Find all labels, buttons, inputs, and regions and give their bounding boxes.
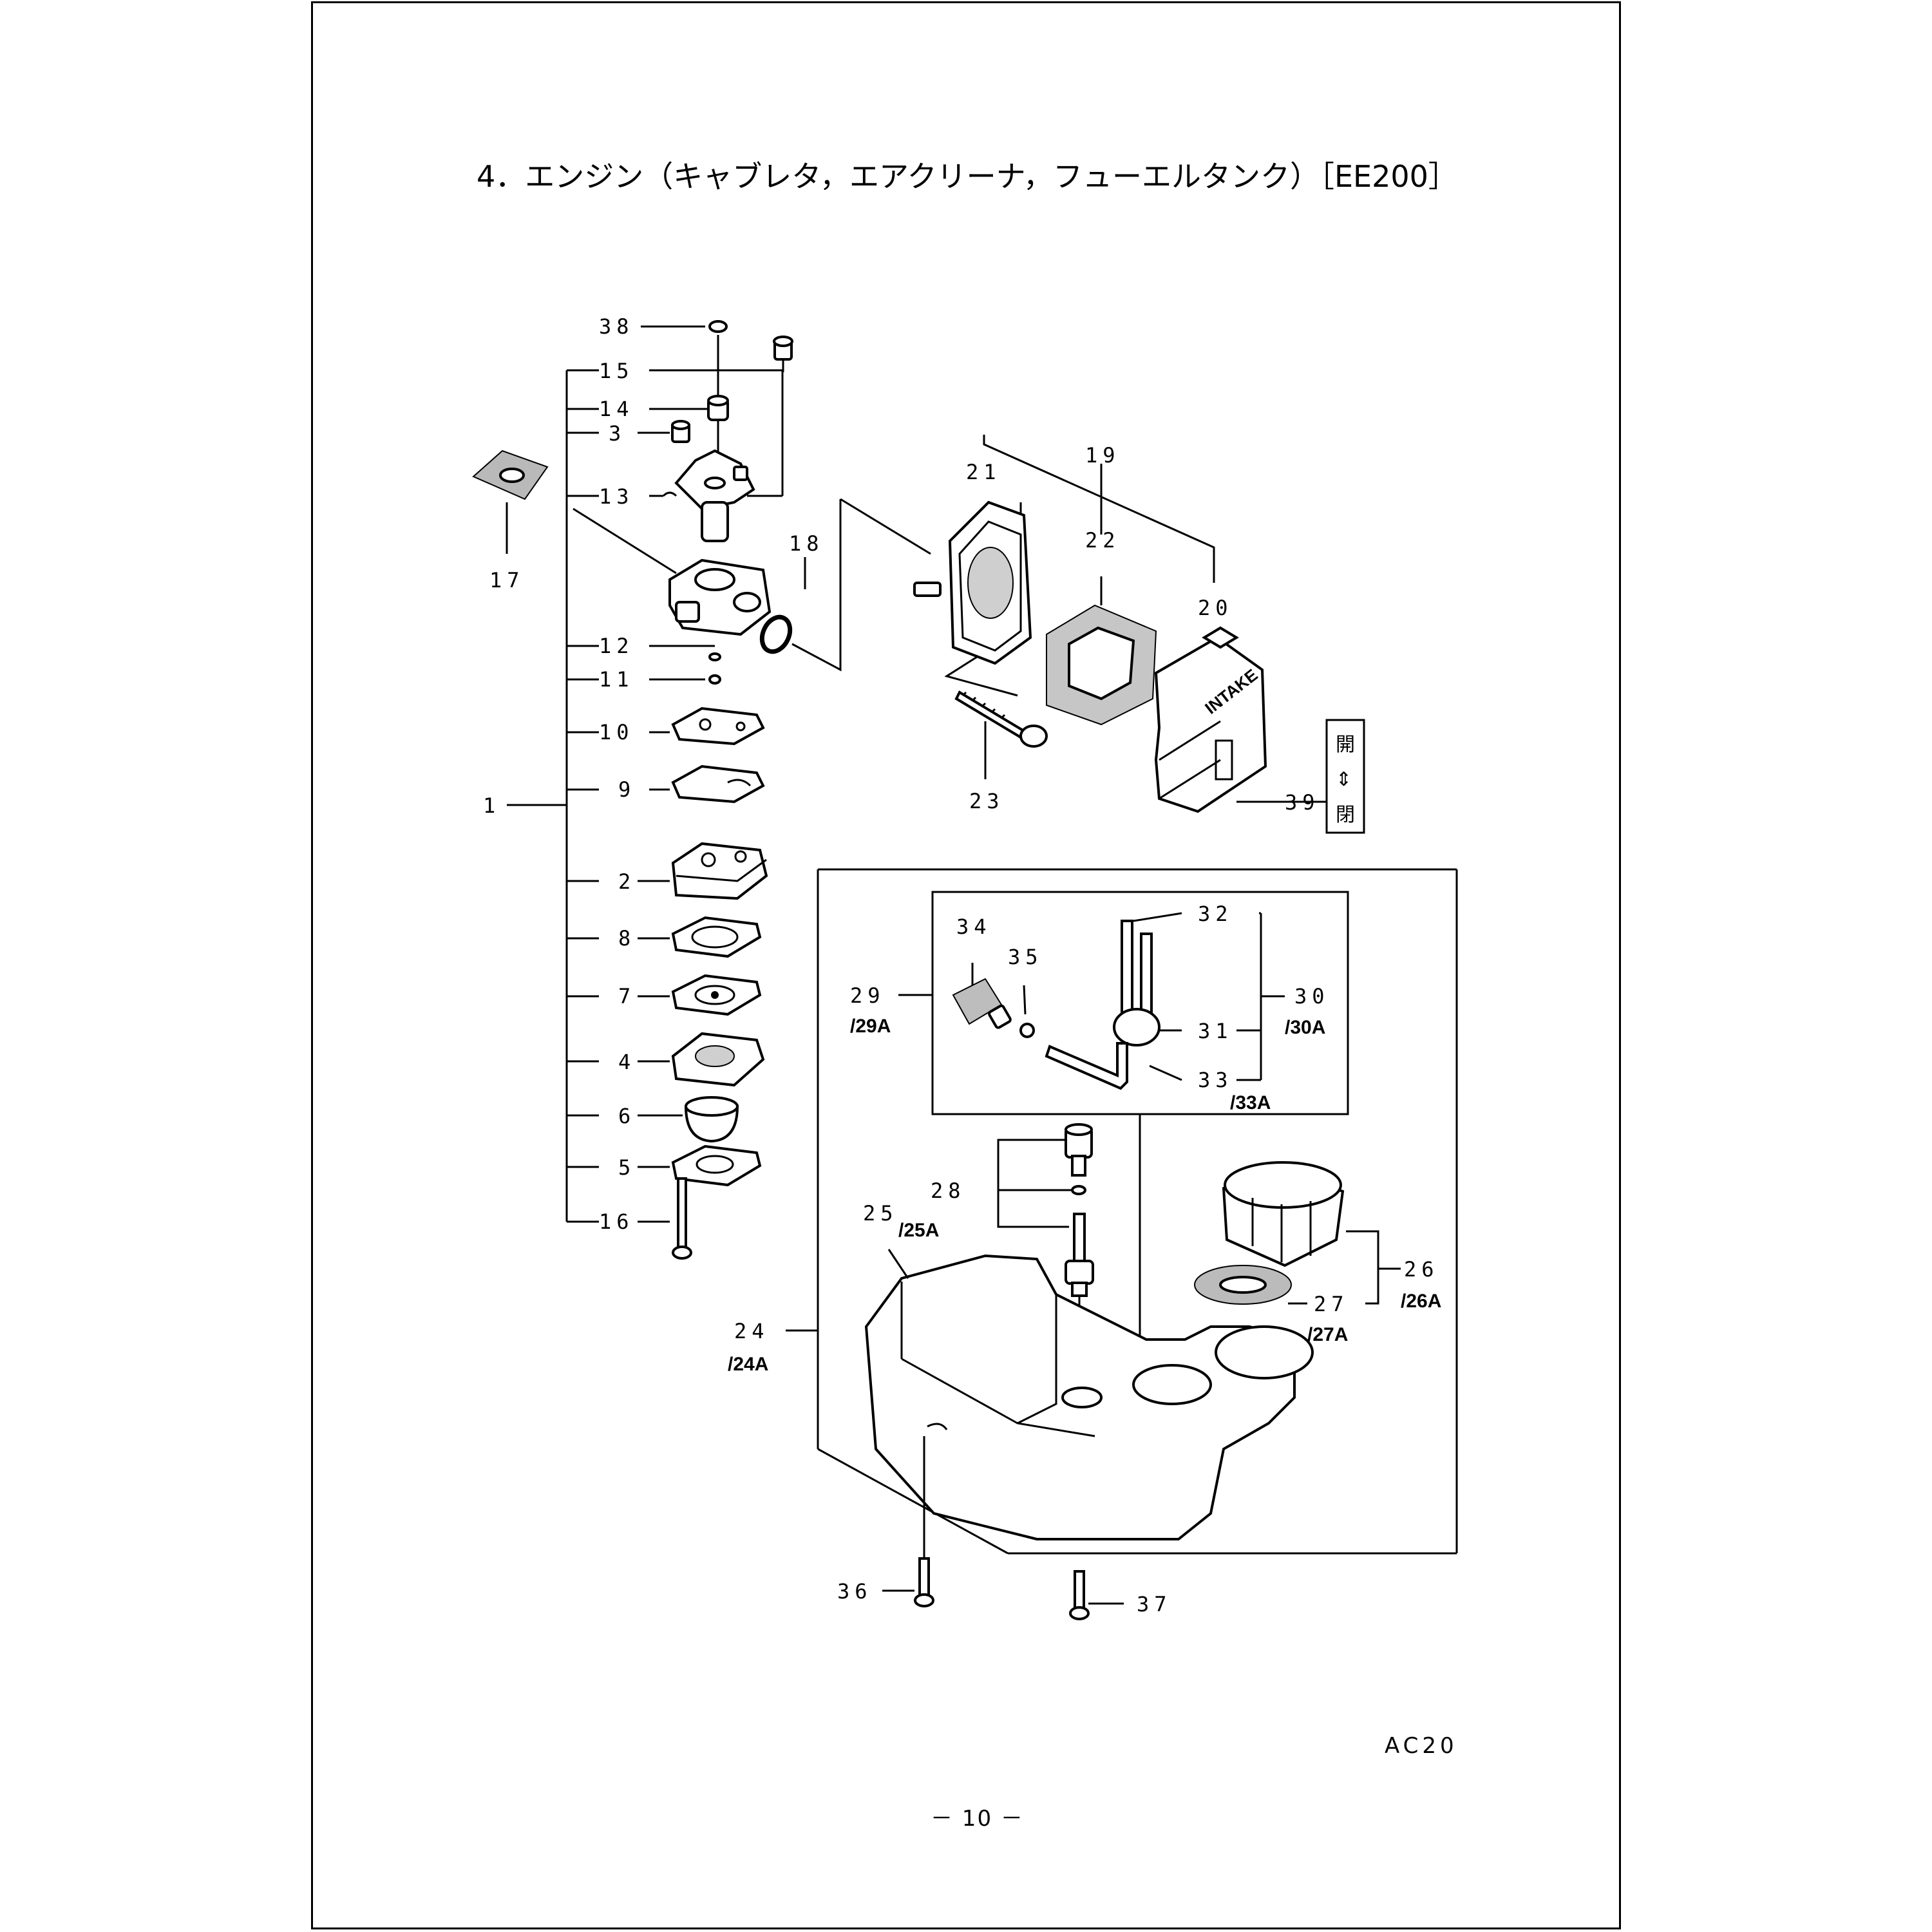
callout-24a: /24A bbox=[728, 1354, 768, 1375]
symbol-open: 開 bbox=[1336, 734, 1355, 756]
callout-6: 6 bbox=[618, 1104, 636, 1128]
part-34-fuel-filter bbox=[952, 963, 1012, 1029]
part-16-screw bbox=[672, 1177, 692, 1260]
part-20-cleaner-cover: INTAKE bbox=[1154, 626, 1267, 813]
page-frame bbox=[311, 1, 1621, 1929]
callout-10: 10 bbox=[599, 720, 634, 744]
callout-22: 22 bbox=[1085, 528, 1121, 553]
callout-5: 5 bbox=[618, 1155, 636, 1180]
callout-33a: /33A bbox=[1230, 1092, 1271, 1113]
choke-lever-symbol: 開 ⇕ 閉 bbox=[1325, 719, 1365, 834]
callout-24: 24 bbox=[734, 1319, 770, 1343]
callout-33: 33 bbox=[1198, 1068, 1233, 1092]
part-3-cap bbox=[671, 420, 690, 443]
callout-23: 23 bbox=[969, 789, 1005, 813]
part-32-fuel-hose bbox=[1121, 920, 1153, 1019]
callout-27: 27 bbox=[1314, 1292, 1349, 1316]
callout-15: 15 bbox=[599, 359, 634, 383]
callout-14: 14 bbox=[599, 397, 634, 421]
part-8-gasket bbox=[671, 916, 762, 958]
callout-8: 8 bbox=[618, 926, 636, 951]
callout-11: 11 bbox=[599, 667, 634, 692]
callout-34: 34 bbox=[956, 914, 992, 939]
part-21-cleaner-base bbox=[913, 500, 1032, 665]
part-24-fuel-tank bbox=[864, 1249, 1314, 1540]
callout-20: 20 bbox=[1198, 596, 1233, 620]
part-31-grommet bbox=[1113, 1008, 1160, 1046]
callout-32: 32 bbox=[1198, 902, 1233, 926]
callout-36: 36 bbox=[837, 1579, 873, 1604]
diagram-code: AC20 bbox=[1385, 1733, 1458, 1759]
part-6-primer-bulb bbox=[684, 1096, 739, 1143]
callout-35: 35 bbox=[1008, 945, 1043, 969]
part-9-plate bbox=[671, 764, 765, 804]
part-33-return-hose bbox=[1045, 1042, 1128, 1090]
callout-38: 38 bbox=[599, 314, 634, 339]
part-17-insulator bbox=[472, 450, 549, 554]
callout-19: 19 bbox=[1085, 443, 1121, 468]
callout-9: 9 bbox=[618, 777, 636, 802]
callout-16: 16 bbox=[599, 1209, 634, 1234]
part-37-screw bbox=[1069, 1570, 1124, 1620]
callout-29: 29 bbox=[850, 983, 886, 1008]
part-27-cap-gasket bbox=[1194, 1265, 1307, 1305]
part-22-filter-element bbox=[1046, 604, 1157, 726]
callout-3: 3 bbox=[609, 421, 626, 446]
carburetor-body bbox=[668, 558, 772, 636]
part-4-cover bbox=[671, 1032, 765, 1087]
callout-26: 26 bbox=[1404, 1257, 1439, 1282]
callout-29a: /29A bbox=[850, 1016, 891, 1037]
fuel-pickup-bracket bbox=[1133, 912, 1285, 1081]
fuel-tank-frames bbox=[786, 868, 1458, 1555]
callout-4: 4 bbox=[618, 1050, 636, 1074]
part-12-nozzle bbox=[708, 652, 721, 661]
callout-13: 13 bbox=[599, 484, 634, 509]
part-7-diaphragm bbox=[671, 974, 762, 1016]
page-number: － 10 － bbox=[931, 1806, 1024, 1832]
callout-21: 21 bbox=[966, 460, 1001, 484]
callout-31: 31 bbox=[1198, 1019, 1233, 1043]
callout-12: 12 bbox=[599, 634, 634, 658]
callout-28: 28 bbox=[931, 1179, 966, 1203]
part-35-clip bbox=[1019, 985, 1035, 1038]
symbol-arrow: ⇕ bbox=[1336, 768, 1352, 791]
part-15-screw bbox=[773, 336, 793, 372]
callout-26a: /26A bbox=[1401, 1291, 1441, 1312]
aircleaner-leaders bbox=[791, 435, 1327, 803]
callout-39: 39 bbox=[1285, 790, 1320, 815]
part-5-retainer-plate bbox=[671, 1144, 762, 1187]
part-36-screw bbox=[882, 1436, 934, 1607]
part-13-valve-assembly bbox=[662, 449, 755, 542]
callout-25a: /25A bbox=[898, 1220, 939, 1241]
callout-1: 1 bbox=[483, 793, 500, 818]
callout-25: 25 bbox=[863, 1201, 898, 1226]
part-26-fuel-cap bbox=[1222, 1161, 1401, 1305]
part-14-plug bbox=[707, 395, 729, 421]
part-28-vent-valve bbox=[997, 1123, 1094, 1417]
callout-17: 17 bbox=[489, 568, 525, 592]
callout-30a: /30A bbox=[1285, 1017, 1325, 1038]
part-11-plug bbox=[708, 674, 721, 685]
callout-18: 18 bbox=[789, 531, 824, 556]
callout-2: 2 bbox=[618, 869, 636, 894]
part-38-washer bbox=[708, 320, 728, 333]
callout-37: 37 bbox=[1137, 1592, 1172, 1616]
symbol-close: 閉 bbox=[1336, 804, 1355, 826]
callout-labels: 38 15 14 3 13 17 12 11 10 9 1 2 8 7 4 6 … bbox=[483, 314, 1441, 1616]
callout-30: 30 bbox=[1294, 984, 1330, 1009]
page-title: 4．エンジン（キャブレタ，エアクリーナ，フューエルタンク）［EE200］ bbox=[477, 159, 1458, 194]
part-2-pump-body bbox=[671, 842, 768, 900]
callout-27a: /27A bbox=[1307, 1324, 1348, 1345]
part-10-gasket bbox=[671, 706, 765, 746]
carburetor-bracket bbox=[507, 369, 599, 1223]
part-23-bolt bbox=[954, 690, 1048, 748]
callout-7: 7 bbox=[618, 984, 636, 1009]
part-18-o-ring bbox=[759, 614, 793, 654]
